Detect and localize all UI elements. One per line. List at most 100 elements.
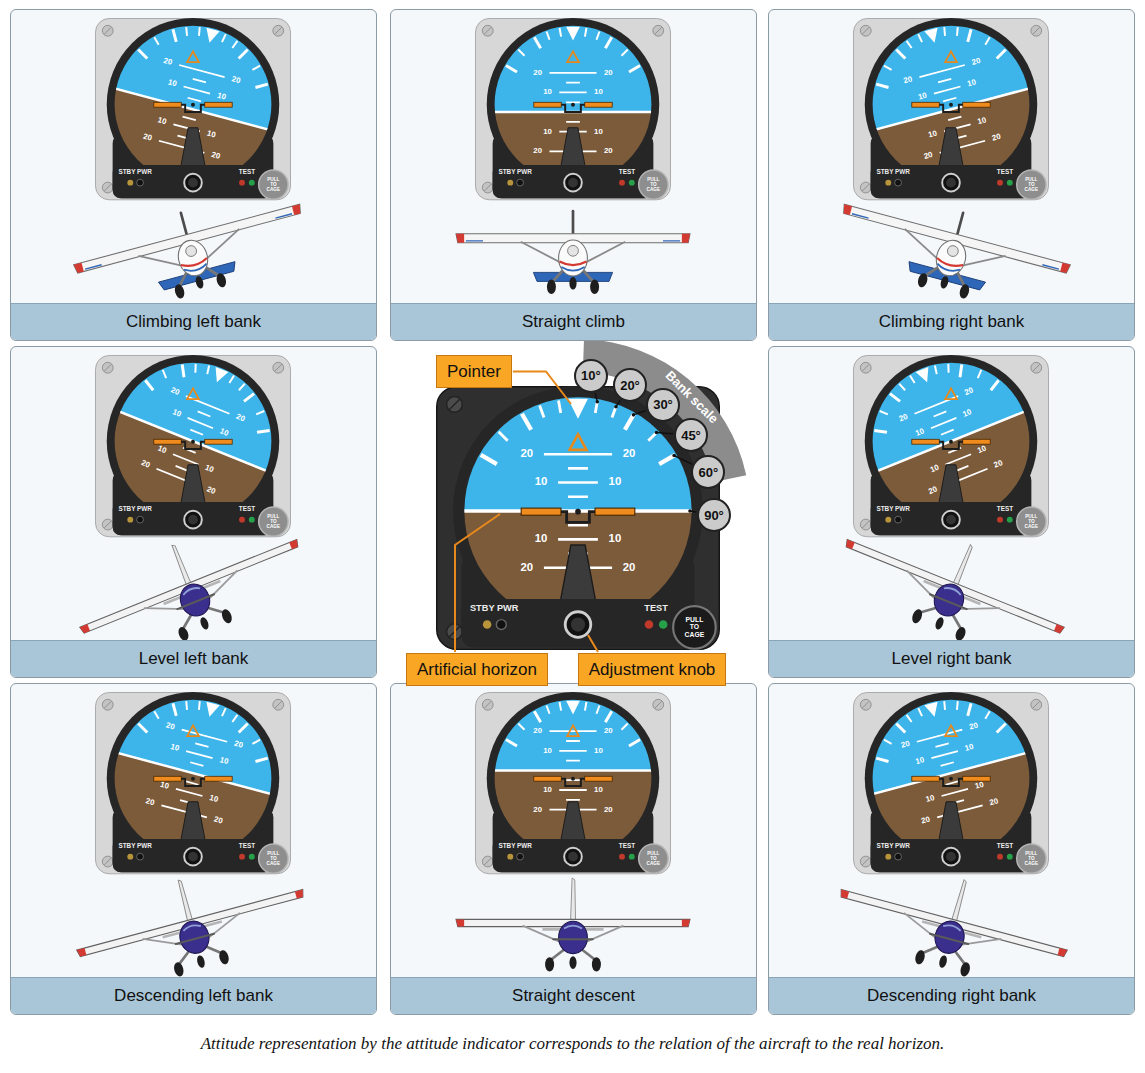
standby-switch: [895, 179, 902, 186]
screw: [273, 25, 284, 36]
wing-tip: [289, 539, 299, 549]
pitch-line: [544, 453, 612, 456]
bank-tick: [876, 81, 888, 90]
figure-panel: 2020101010102020STBY PWRTESTPULL TO CAGE…: [390, 683, 757, 1015]
pitch-number: 20: [533, 147, 542, 155]
fuselage: [176, 580, 215, 621]
wheel: [215, 272, 227, 288]
nose: [568, 245, 579, 256]
leader-dot: [655, 431, 659, 435]
panel-text: TEST: [997, 843, 1013, 849]
pitch-number: 10: [169, 743, 179, 753]
screw: [102, 362, 113, 373]
cage-text: PULL TO CAGE: [267, 851, 281, 866]
pitch-number: 20: [140, 459, 151, 470]
bank-tick: [506, 740, 517, 746]
fuselage: [559, 921, 588, 953]
screw: [447, 397, 463, 413]
pitch-number: 10: [167, 79, 177, 89]
pitch-number: 10: [594, 128, 603, 136]
wheel: [569, 277, 576, 290]
attitude-indicator: 2020101010102020STBY PWRTESTPULL TO CAGE: [95, 355, 291, 537]
wheel: [547, 280, 556, 294]
fuselage: [559, 240, 588, 276]
screw: [482, 856, 493, 867]
wheel: [959, 961, 971, 977]
ground: [10, 360, 377, 678]
test-lamp: [997, 517, 1003, 523]
bank-tick: [918, 708, 922, 717]
leader-line: [455, 514, 500, 652]
screw: [860, 25, 871, 36]
screw-slot: [1033, 364, 1040, 371]
pitch-number: 10: [594, 786, 603, 794]
windshield: [944, 586, 962, 595]
cage-knob: [639, 170, 668, 199]
symbol-dot: [949, 777, 953, 781]
bank-tick: [255, 81, 267, 90]
adjustment-knob: [564, 848, 582, 866]
pitch-line: [195, 743, 208, 747]
fuselage: [930, 580, 969, 621]
wheel: [910, 608, 924, 625]
screw-slot: [655, 27, 662, 34]
wheel: [173, 283, 185, 299]
wing-bar: [912, 439, 939, 444]
ground: [10, 718, 377, 1015]
label-bar: Descending right bank: [769, 977, 1134, 1014]
wheel: [590, 280, 599, 294]
panel-text: STBY PWR: [876, 506, 910, 512]
pitch-number: 20: [898, 413, 909, 424]
knob-center: [188, 515, 198, 525]
pitch-number: 10: [927, 130, 937, 140]
panel-label: Climbing right bank: [769, 304, 1134, 340]
pitch-number: 20: [206, 486, 217, 497]
wing-tip: [74, 263, 84, 274]
wing-tip: [1054, 624, 1064, 634]
pitch-line: [559, 750, 586, 752]
screw: [860, 362, 871, 373]
bank-tick: [943, 701, 947, 710]
strut: [959, 929, 1002, 956]
test-lamp: [239, 180, 245, 186]
wheel: [199, 616, 210, 630]
screw-slot: [104, 858, 111, 865]
leader-dot: [672, 454, 676, 458]
panel-label: Straight climb: [391, 304, 756, 340]
wing-tip: [77, 948, 87, 957]
attitude-indicator: 2020101010102020STBY PWRTESTPULL TO CAGE: [853, 692, 1049, 874]
bank-tick: [596, 31, 599, 39]
bank-tick: [965, 703, 974, 715]
screw: [482, 182, 493, 193]
wheel: [916, 272, 928, 288]
screw-slot: [104, 364, 111, 371]
label-bar: Straight climb: [391, 303, 756, 340]
bank-tick: [252, 738, 260, 746]
screw-slot: [862, 858, 869, 865]
screw-slot: [275, 27, 282, 34]
wing-bar: [534, 102, 561, 107]
attitude-indicator: 2020101010102020STBY PWRTESTPULL TO CAGE: [95, 18, 291, 200]
pitch-line: [566, 799, 580, 801]
screw-slot: [862, 184, 869, 191]
knob-center: [946, 852, 956, 862]
knob-center: [946, 178, 956, 188]
bank-tick: [222, 708, 226, 717]
screw: [1031, 699, 1042, 710]
bank-tick: [255, 755, 267, 764]
wing-stripe: [1042, 265, 1059, 269]
wing-bar: [205, 776, 232, 781]
bank-pointer: [945, 388, 957, 399]
test-lamp: [239, 854, 245, 860]
pitch-number: 20: [169, 386, 180, 397]
figure-panel: 2020101010102020STBY PWRTESTPULL TO CAGE…: [768, 346, 1135, 678]
bank-pointer: [187, 51, 199, 62]
sky: [10, 346, 377, 522]
pitch-line: [193, 79, 206, 83]
callout-label: Pointer: [447, 361, 501, 382]
pitch-number: 20: [165, 722, 175, 732]
bank-tick: [170, 703, 179, 715]
cage-knob: [1017, 170, 1046, 199]
bank-tick: [232, 714, 237, 723]
